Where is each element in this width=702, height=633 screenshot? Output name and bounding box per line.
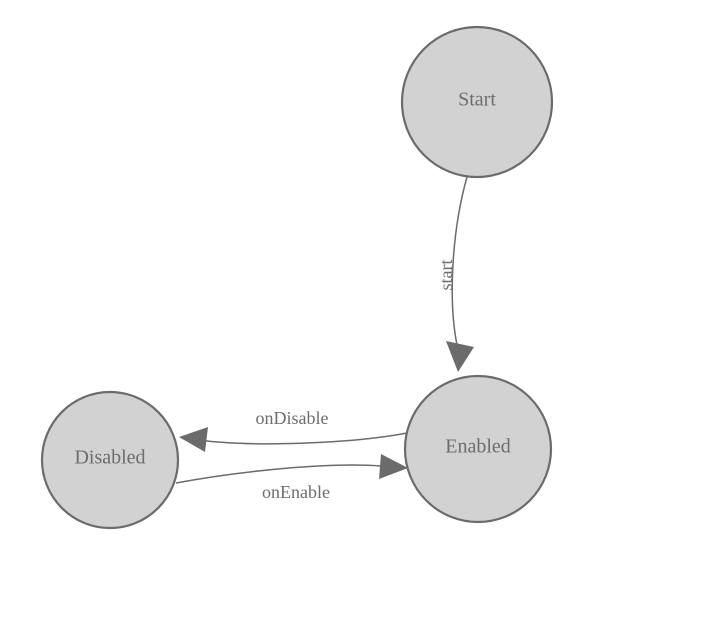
state-node-start-label: Start [458,89,496,111]
edge-enabled-to-disabled-label: onDisable [256,408,329,428]
state-node-disabled[interactable]: Disabled [40,390,180,530]
edge-enabled-to-disabled-arrowhead [179,427,208,452]
edge-disabled-to-enabled-path [175,464,382,484]
state-node-enabled[interactable]: Enabled [403,374,553,524]
state-node-enabled-label: Enabled [445,436,511,458]
state-node-enabled-circle [403,374,553,524]
edge-disabled-to-enabled-label: onEnable [262,482,330,502]
edge-start-to-enabled-arrowhead [446,341,474,372]
state-node-start-circle [400,25,554,179]
edge-start-to-enabled-label: start [436,260,456,291]
edge-start-to-enabled-path [451,176,468,346]
edge-disabled-to-enabled[interactable]: onEnable [175,454,408,502]
state-node-start[interactable]: Start [400,25,554,179]
edge-disabled-to-enabled-arrowhead [379,454,408,479]
edge-enabled-to-disabled[interactable]: onDisable [179,408,408,452]
state-node-disabled-label: Disabled [74,447,145,469]
edge-start-to-enabled[interactable]: start [436,176,474,372]
edge-enabled-to-disabled-path [198,432,408,445]
state-node-disabled-circle [40,390,180,530]
